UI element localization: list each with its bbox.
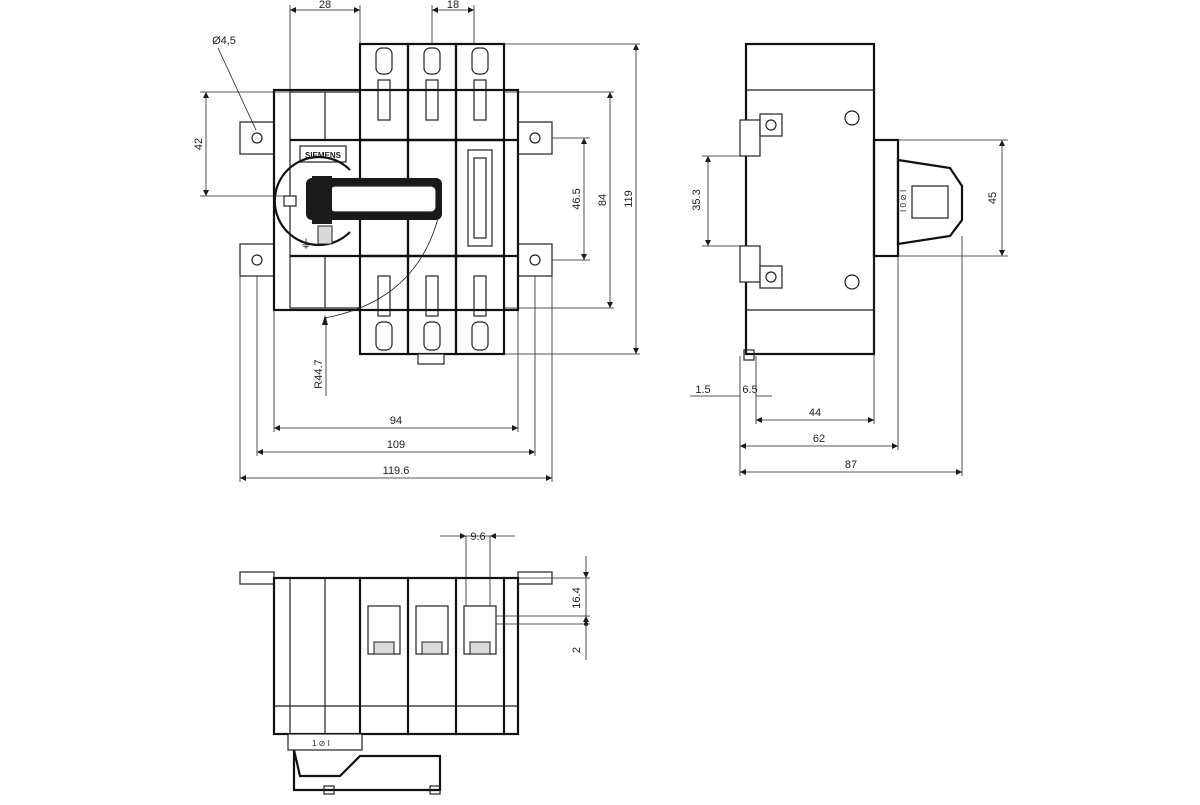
dim-16-4: 16.4 xyxy=(571,587,583,608)
mount-ear-bottom-right xyxy=(517,243,553,277)
rotary-handle xyxy=(273,155,442,247)
dim-109: 109 xyxy=(387,439,405,451)
earth-symbol: ⏚ xyxy=(300,237,312,251)
brand-label: SIEMENS xyxy=(305,151,342,160)
mount-ear-top-right xyxy=(517,121,553,155)
dim-62: 62 xyxy=(813,433,825,445)
bottom-view: 1 ⊘ I 9.6 16.4 2 xyxy=(239,531,590,795)
dim-radius: R44.7 xyxy=(313,359,325,388)
dim-35-3: 35.3 xyxy=(691,189,703,210)
side-view: I 0 ⊘ I xyxy=(690,42,1008,476)
dim-84: 84 xyxy=(597,194,609,206)
dim-46-5: 46.5 xyxy=(571,188,583,209)
dim-18: 18 xyxy=(447,0,459,11)
dim-2: 2 xyxy=(571,647,583,653)
dim-42: 42 xyxy=(193,138,205,150)
side-handle xyxy=(896,158,964,246)
dim-1-5: 1.5 xyxy=(695,384,710,396)
mount-ear-top-left xyxy=(239,121,275,155)
dim-9-6: 9.6 xyxy=(470,531,485,543)
dim-45: 45 xyxy=(987,192,999,204)
side-switch-marks: I 0 ⊘ I xyxy=(899,190,908,212)
bottom-handle-marks: 1 ⊘ I xyxy=(312,739,330,748)
front-view: SIEMENS ⏚ xyxy=(193,0,640,482)
dim-6-5: 6.5 xyxy=(742,384,757,396)
bottom-handle xyxy=(292,749,442,792)
mount-ear-bottom-left xyxy=(239,243,275,277)
dim-119-6: 119.6 xyxy=(383,465,410,477)
dim-28: 28 xyxy=(319,0,331,11)
dim-94: 94 xyxy=(390,415,402,427)
dim-87: 87 xyxy=(845,459,857,471)
bottom-body xyxy=(272,576,520,736)
dim-hole-dia: Ø4,5 xyxy=(212,35,236,47)
dim-44: 44 xyxy=(809,407,821,419)
dim-119: 119 xyxy=(623,190,635,208)
terminals-top xyxy=(358,42,506,142)
